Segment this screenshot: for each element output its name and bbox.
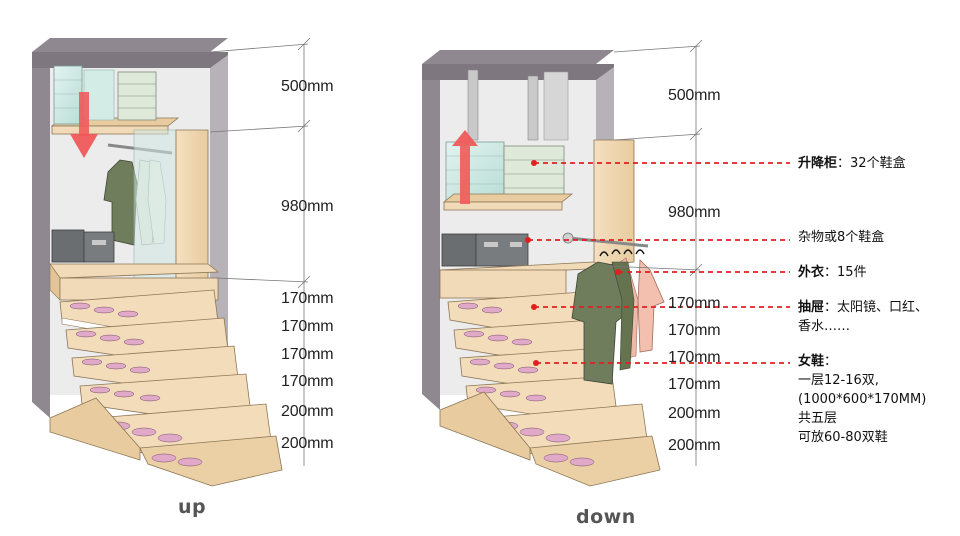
annotation-coats-text: 15件 <box>837 265 867 280</box>
cabinet-down <box>422 50 665 487</box>
cabinet-up-top-front <box>32 52 228 68</box>
cabinet-down-top-front <box>422 64 614 80</box>
annotation-drawer-sep: ： <box>824 300 838 315</box>
lift-glass-down <box>445 141 505 201</box>
cabinet-up <box>32 38 283 487</box>
side-panel-up <box>175 129 209 283</box>
dim-up-170-a: 170mm <box>281 290 334 307</box>
lift-rod-down-1 <box>467 69 479 141</box>
annotation-misc-text: 杂物或8个鞋盒 <box>798 230 885 245</box>
dim-down-170-d: 170mm <box>668 376 721 393</box>
annotation-drawer-line2: 香水…… <box>798 319 851 334</box>
hanger-rod-down <box>567 236 649 248</box>
annotation-misc: 杂物或8个鞋盒 <box>798 228 884 247</box>
annotation-shoes-title: 女鞋 <box>798 354 825 369</box>
drawers-up <box>59 289 283 487</box>
annotation-lift-cabinet-title: 升降柜 <box>798 156 838 171</box>
side-panel-down <box>593 139 635 267</box>
storage-box-up-1 <box>51 229 85 263</box>
drawers-down <box>447 291 661 487</box>
floor-base-down <box>439 391 531 461</box>
dim-down-200-b: 200mm <box>668 437 721 454</box>
lift-rod-down-2 <box>527 75 539 141</box>
floor-base-up <box>49 397 141 461</box>
annotation-shoes-line3: 共五层 <box>798 411 838 426</box>
annotation-shoes-line1: 一层12-16双, <box>798 373 879 388</box>
cabinet-down-right-wall <box>596 67 614 150</box>
annotation-drawer-title: 抽屉 <box>798 300 825 315</box>
dim-up-200-a: 200mm <box>281 403 334 420</box>
annotation-shoes: 女鞋： 一层12-16双, (1000*600*170MM) 共五层 可放60-… <box>798 352 926 447</box>
down-arrow-icon <box>70 92 98 158</box>
dimension-lines-down <box>605 39 703 466</box>
leader-lines <box>528 162 790 364</box>
annotation-drawer-line1: 太阳镜、口红、 <box>837 300 929 315</box>
annotation-shoes-line2: (1000*600*170MM) <box>798 392 927 407</box>
cabinet-down-left-wall <box>422 64 440 410</box>
annotation-drawer: 抽屉：太阳镜、口红、 香水…… <box>798 298 928 336</box>
dim-up-170-c: 170mm <box>281 346 334 363</box>
cabinet-down-top <box>422 50 614 64</box>
dim-down-170-c: 170mm <box>668 349 721 366</box>
caption-down: down <box>576 506 636 528</box>
dim-up-500: 500mm <box>281 78 334 95</box>
dim-up-980: 980mm <box>281 198 334 215</box>
dim-down-200-a: 200mm <box>668 405 721 422</box>
dim-down-500: 500mm <box>668 87 721 104</box>
dim-up-170-d: 170mm <box>281 373 334 390</box>
up-arrow-icon <box>452 130 478 204</box>
cabinet-up-top <box>32 38 228 52</box>
dimension-lines-up <box>209 37 311 466</box>
annotation-lift-cabinet-text: 32个鞋盒 <box>850 156 906 171</box>
storage-box-down-2 <box>475 233 529 267</box>
caption-up: up <box>178 496 207 518</box>
dim-down-170-a: 170mm <box>668 295 721 312</box>
annotation-lift-cabinet: 升降柜：32个鞋盒 <box>798 154 906 173</box>
annotation-coats: 外衣：15件 <box>798 263 867 282</box>
shoe-box-stack-down <box>503 145 565 201</box>
annotation-coats-title: 外衣 <box>798 265 825 280</box>
annotation-lift-cabinet-sep: ： <box>837 156 851 171</box>
annotation-shoes-line4: 可放60-80双鞋 <box>798 430 888 445</box>
dim-up-170-b: 170mm <box>281 318 334 335</box>
dim-down-170-b: 170mm <box>668 322 721 339</box>
storage-box-down-1 <box>441 233 477 267</box>
cabinet-up-left-wall <box>32 52 50 418</box>
leader-dots <box>525 160 621 366</box>
dim-up-200-b: 200mm <box>281 435 334 452</box>
annotation-shoes-sep: ： <box>824 354 838 369</box>
clothes-down <box>571 249 665 385</box>
annotation-coats-sep: ： <box>824 265 838 280</box>
lift-glass-up <box>53 65 83 125</box>
storage-box-up-2 <box>83 231 115 263</box>
glass-door-up <box>133 129 177 287</box>
lift-glass-up-lines <box>54 79 82 109</box>
dim-down-980: 980mm <box>668 204 721 221</box>
